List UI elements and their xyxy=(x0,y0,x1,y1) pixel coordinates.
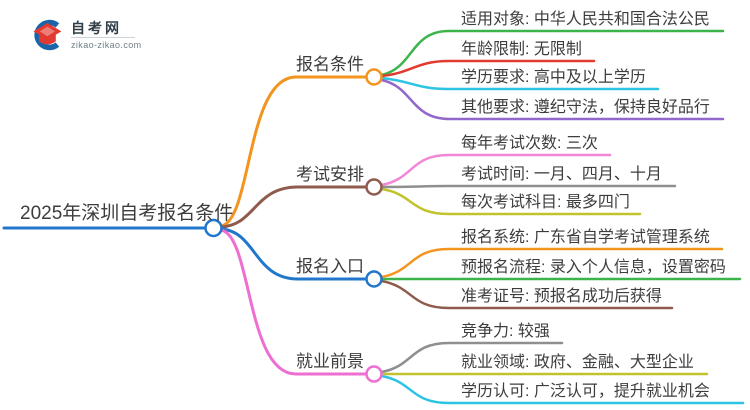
leaf-label-exam-time: 考试时间: 一月、四月、十月 xyxy=(461,166,662,183)
branch-label-registration-entry: 报名入口 xyxy=(296,257,364,276)
logo-domain: zikao-zikao.com xyxy=(71,40,142,50)
branch-curve-career-prospects xyxy=(219,228,368,376)
leaf-curve-exam-time xyxy=(380,184,677,189)
leaf-label-subjects-per-exam: 每次考试科目: 最多四门 xyxy=(461,194,630,211)
leaf-label-exams-per-year: 每年考试次数: 三次 xyxy=(461,135,598,152)
logo-divider xyxy=(71,37,135,38)
logo-text-block: 自考网 zikao-zikao.com xyxy=(71,20,142,50)
leaf-label-preregistration-process: 预报名流程: 录入个人信息，设置密码 xyxy=(461,259,726,276)
branch-circle-career-prospects xyxy=(365,365,383,383)
branch-circle-exam-schedule xyxy=(365,178,383,196)
leaf-curve-target-audience xyxy=(380,29,725,77)
leaf-curve-other-requirements xyxy=(380,78,725,121)
branch-curve-registration-entry xyxy=(219,227,368,281)
leaf-curve-subjects-per-exam xyxy=(380,187,642,216)
root-node-circle xyxy=(204,218,223,238)
site-logo[interactable]: 自考网 zikao-zikao.com xyxy=(30,19,142,51)
leaf-label-other-requirements: 其他要求: 遵纪守法，保持良好品行 xyxy=(461,99,710,116)
root-node-label: 2025年深圳自考报名条件 xyxy=(20,203,234,224)
leaf-curve-degree-recognition xyxy=(380,374,745,405)
leaf-label-employment-fields: 就业领域: 政府、金融、大型企业 xyxy=(461,354,694,371)
leaf-curve-education-requirement xyxy=(380,76,660,91)
leaf-curve-exams-per-year xyxy=(380,153,612,187)
branch-circle-registration-entry xyxy=(365,270,383,288)
branch-label-career-prospects: 就业前景 xyxy=(296,352,364,371)
leaf-label-degree-recognition: 学历认可: 广泛认可，提升就业机会 xyxy=(461,383,710,400)
branch-label-registration-conditions: 报名条件 xyxy=(296,55,364,74)
leaf-label-competitiveness: 竞争力: 较强 xyxy=(461,323,550,340)
logo-title: 自考网 xyxy=(71,20,122,36)
leaf-curve-admission-ticket xyxy=(380,279,674,310)
leaf-curve-competitiveness xyxy=(380,341,564,374)
leaf-curve-age-limit xyxy=(380,59,596,78)
branch-label-exam-schedule: 考试安排 xyxy=(296,165,364,184)
graduation-cap-logo-icon xyxy=(33,19,62,51)
leaf-label-education-requirement: 学历要求: 高中及以上学历 xyxy=(461,69,646,86)
leaf-label-age-limit: 年龄限制: 无限制 xyxy=(461,41,582,58)
leaf-label-target-audience: 适用对象: 中华人民共和国合法公民 xyxy=(461,11,710,28)
branch-curve-exam-schedule xyxy=(219,185,368,229)
branch-circle-registration-conditions xyxy=(365,68,383,86)
leaf-label-registration-system: 报名系统: 广东省自学考试管理系统 xyxy=(461,229,710,246)
leaf-curve-registration-system xyxy=(380,247,724,279)
leaf-label-admission-ticket: 准考证号: 预报名成功后获得 xyxy=(461,288,662,305)
branch-curve-registration-conditions xyxy=(219,75,368,228)
